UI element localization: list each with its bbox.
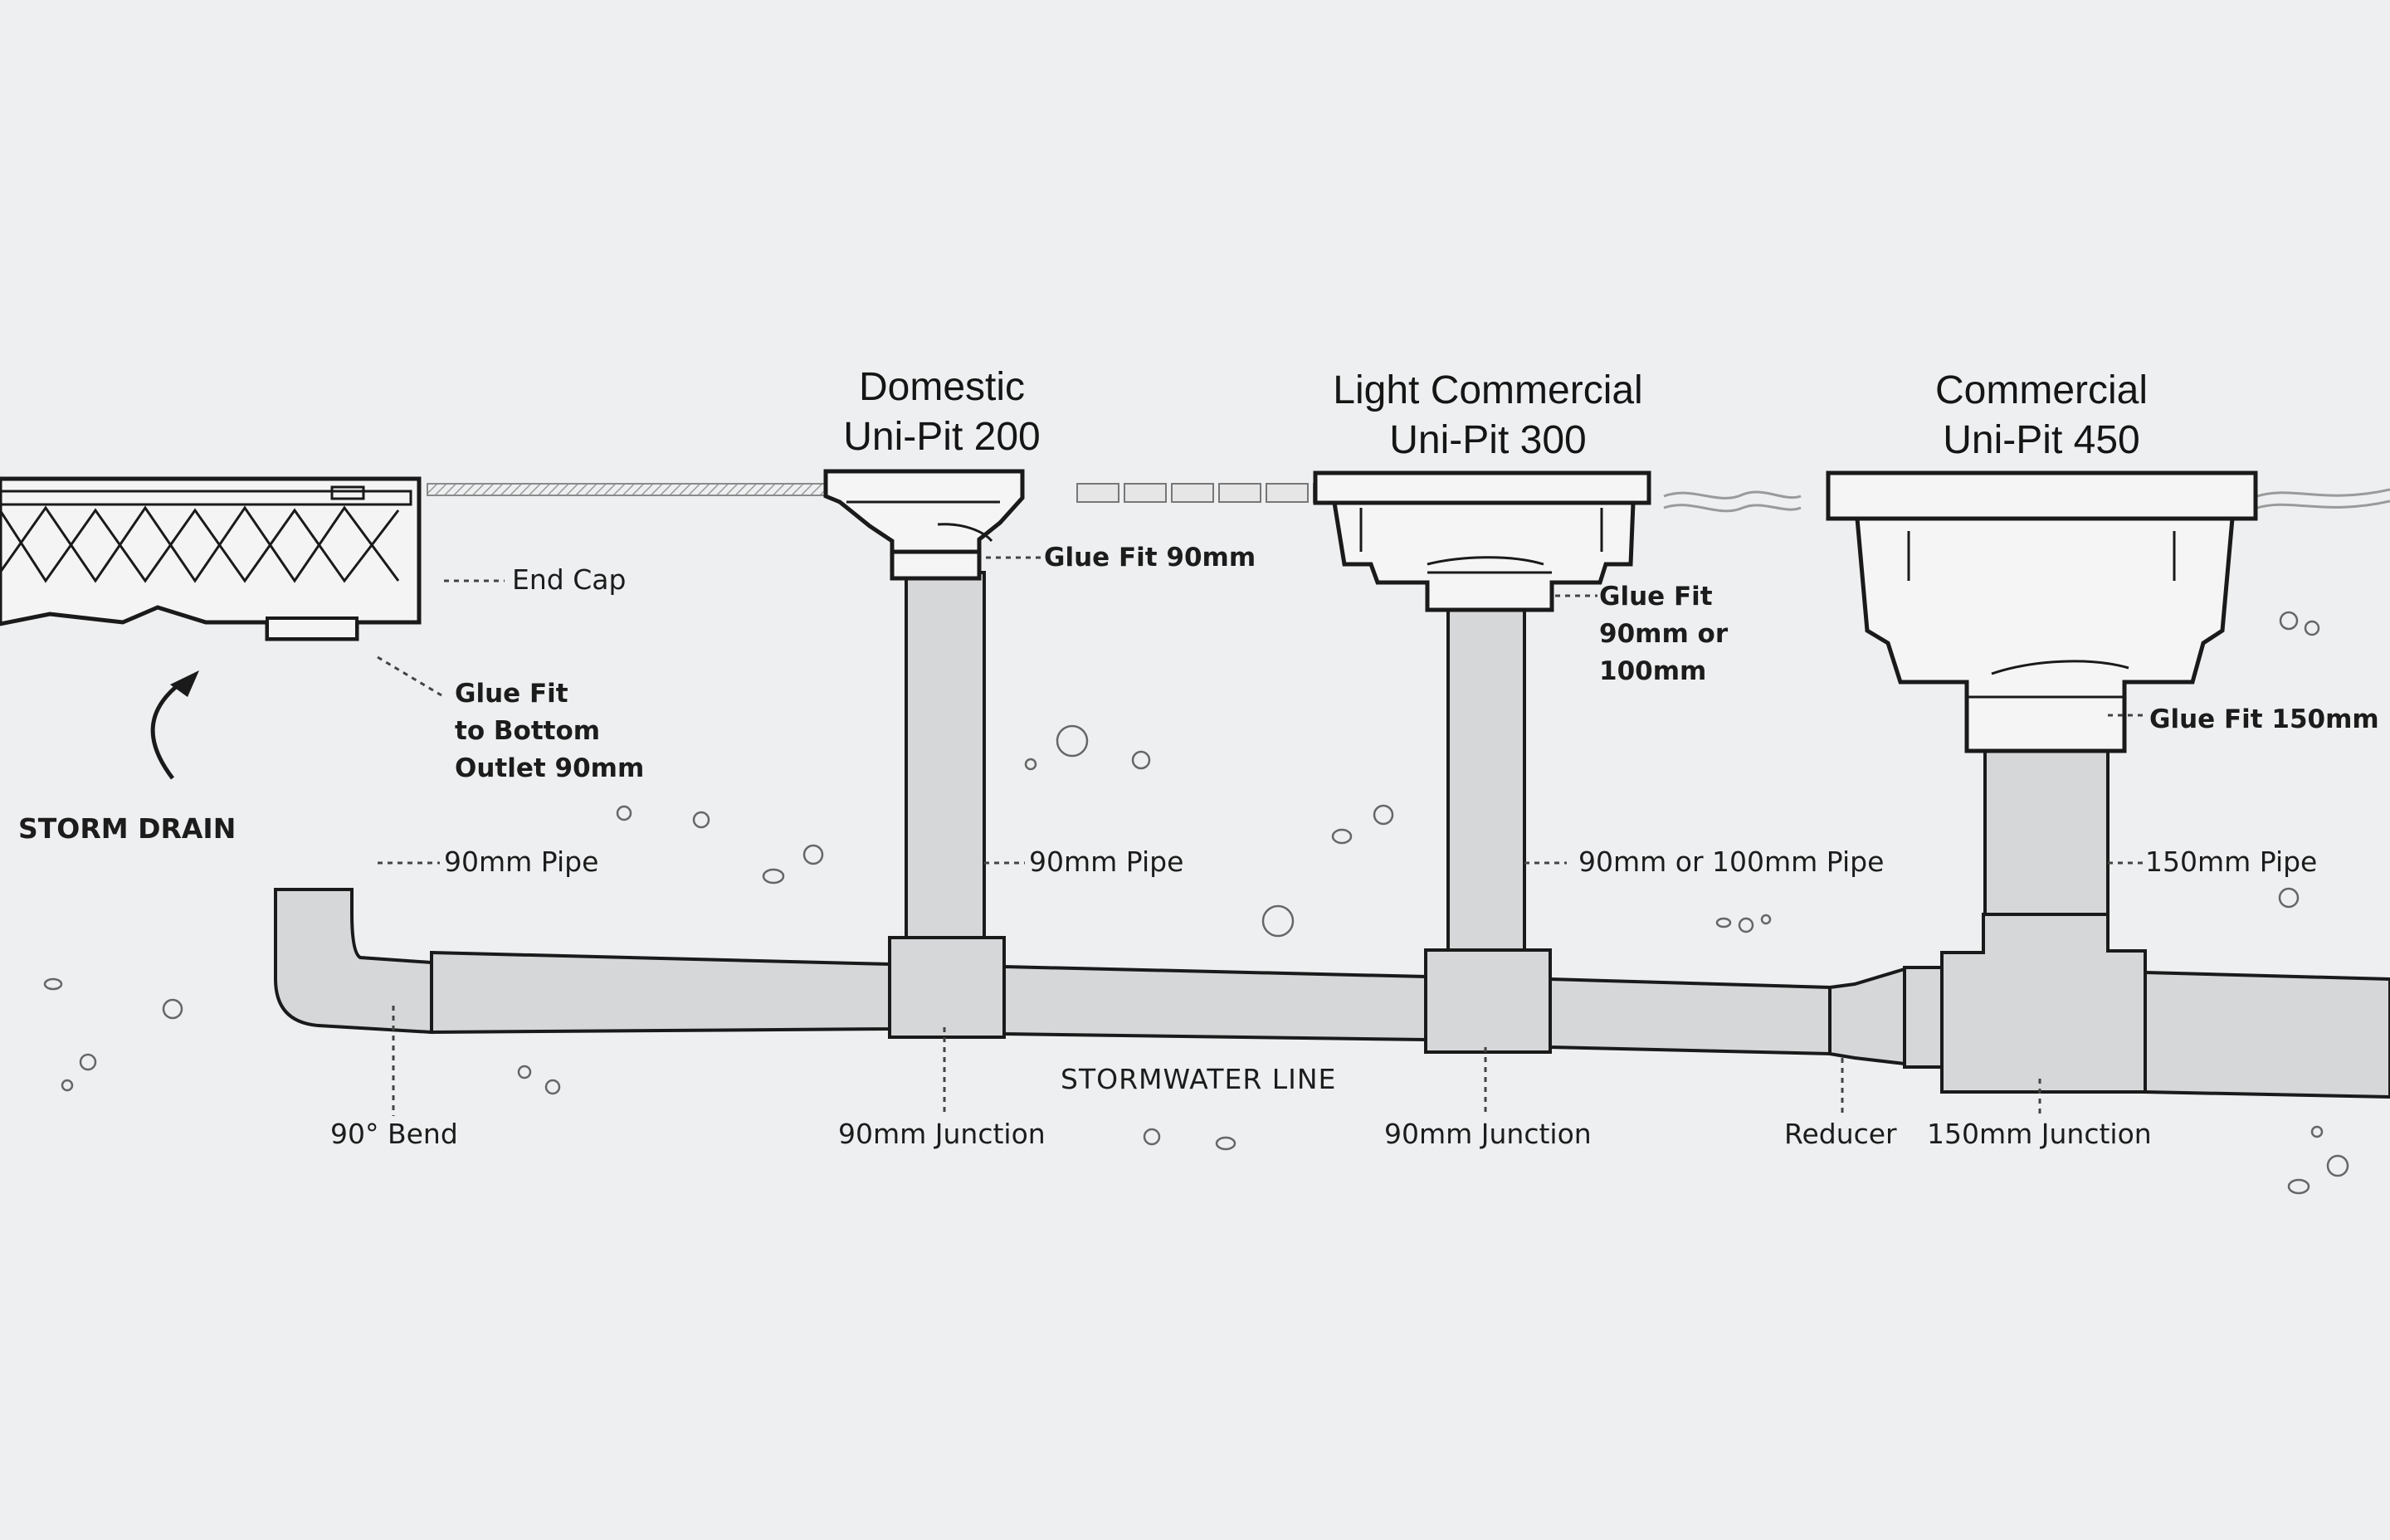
commercial-pit-title: Commercial Uni-Pit 450	[1884, 366, 2199, 465]
soil-pebbles	[43, 611, 2349, 1195]
glue-fit-outlet-label: Glue Fit to Bottom Outlet 90mm	[455, 675, 644, 787]
commercial-uni-pit-450	[1826, 470, 2258, 753]
junction-90-b-label: 90mm Junction	[1384, 1118, 1592, 1150]
storm-drain	[0, 476, 422, 780]
ground-line	[427, 483, 2390, 513]
domestic-title-line-1: Domestic	[858, 365, 1026, 409]
storm-drain-arrow-icon	[150, 678, 186, 780]
glue-fit-outlet-line-1: Glue Fit	[455, 679, 568, 709]
domestic-title-line-2: Uni-Pit 200	[843, 415, 1041, 459]
reducer-label: Reducer	[1784, 1118, 1897, 1150]
bend-90-label: 90° Bend	[330, 1118, 458, 1150]
glue-fit-90-label: Glue Fit 90mm	[1044, 543, 1256, 573]
end-cap-label: End Cap	[512, 563, 627, 596]
glue-fit-90-100-line-2: 90mm or	[1599, 618, 1729, 649]
leader-lines	[377, 556, 2145, 1116]
pipe-90-left-label: 90mm Pipe	[444, 846, 599, 878]
junction-150-label: 150mm Junction	[1927, 1118, 2152, 1150]
pipe-90-100-label: 90mm or 100mm Pipe	[1578, 846, 1885, 878]
junction-90-a-label: 90mm Junction	[838, 1118, 1046, 1150]
light-commercial-uni-pit-300	[1313, 470, 1651, 612]
light-commercial-title-line-2: Uni-Pit 300	[1389, 418, 1587, 462]
light-commercial-pit-title: Light Commercial Uni-Pit 300	[1301, 366, 1675, 465]
commercial-title-line-1: Commercial	[1934, 368, 2149, 412]
stormwater-main-line	[274, 888, 2390, 1099]
glue-fit-90-100-line-1: Glue Fit	[1599, 582, 1713, 612]
storm-drain-label: STORM DRAIN	[18, 812, 237, 845]
stormwater-line-label: STORMWATER LINE	[1061, 1063, 1337, 1095]
glue-fit-90-100-label: Glue Fit 90mm or 100mm	[1599, 578, 1728, 690]
glue-fit-150-label: Glue Fit 150mm	[2149, 704, 2379, 734]
glue-fit-outlet-line-2: to Bottom	[455, 715, 601, 746]
pipe-90-mid-label: 90mm Pipe	[1029, 846, 1184, 878]
domestic-pit-title: Domestic Uni-Pit 200	[813, 363, 1071, 462]
glue-fit-90-100-line-3: 100mm	[1599, 655, 1707, 686]
glue-fit-outlet-line-3: Outlet 90mm	[455, 753, 645, 783]
domestic-uni-pit-200	[823, 469, 1025, 581]
commercial-title-line-2: Uni-Pit 450	[1943, 418, 2140, 462]
light-commercial-title-line-1: Light Commercial	[1333, 368, 1643, 412]
reducer-fitting	[1828, 967, 1906, 1066]
pipe-150-label: 150mm Pipe	[2145, 846, 2318, 878]
vertical-pipes	[905, 571, 2110, 952]
